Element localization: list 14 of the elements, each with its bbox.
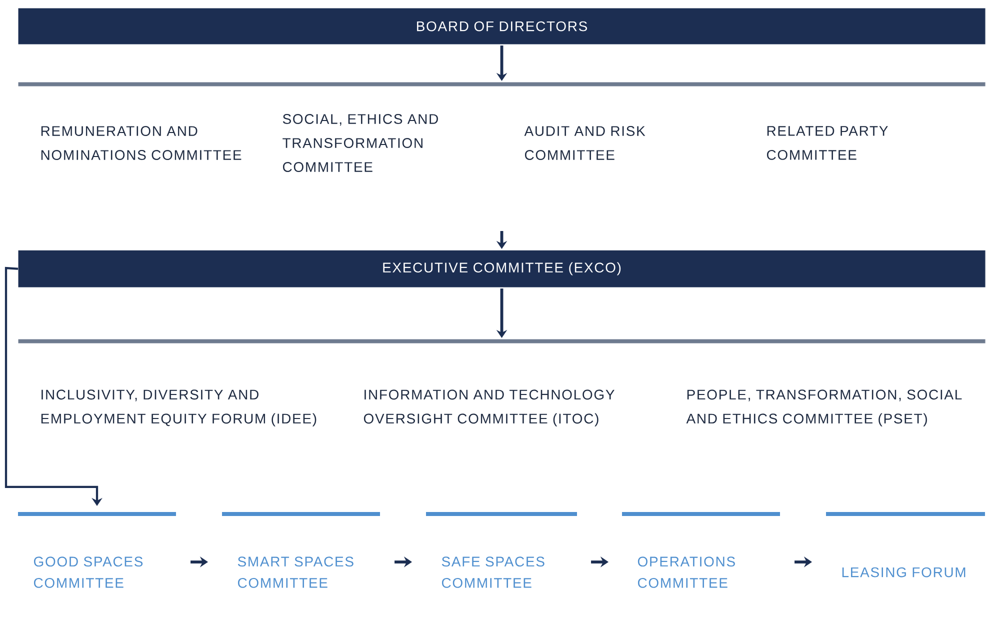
committee-label: RELATED PARTY COMMITTEE [766,126,888,160]
committee-label: INCLUSIVITY, DIVERSITY AND EMPLOYMENT EQUITY FORUM (IDEE) [41,390,316,426]
committee-box: SAFE SPACES COMMITTEE [426,512,577,588]
committee-label: REMUNERATION AND NOMINATIONS COMMITTEE [41,126,242,160]
committee-label: INFORMATION AND TECHNOLOGY OVERSIGHT COMMITTEE (ITOC) [364,390,614,426]
committee-label: AUDIT AND RISK COMMITTEE [524,126,646,160]
committee-label: SOCIAL, ETHICS AND TRANSFORMATION COMMITTEE [282,114,438,172]
committee-box: SMART SPACES COMMITTEE [222,512,380,588]
committee-box: OPERATIONS COMMITTEE [622,512,780,588]
committee-label: PEOPLE, TRANSFORMATION, SOCIAL AND ETHICS COMMITTEE (PSET) [686,390,962,426]
committee-box: GOOD SPACES COMMITTEE [18,512,176,588]
committee-box: LEASING FORUM [826,512,985,578]
header-bar: EXECUTIVE COMMITTEE (EXCO) [18,250,986,288]
header-bar: BOARD OF DIRECTORS [18,8,986,44]
